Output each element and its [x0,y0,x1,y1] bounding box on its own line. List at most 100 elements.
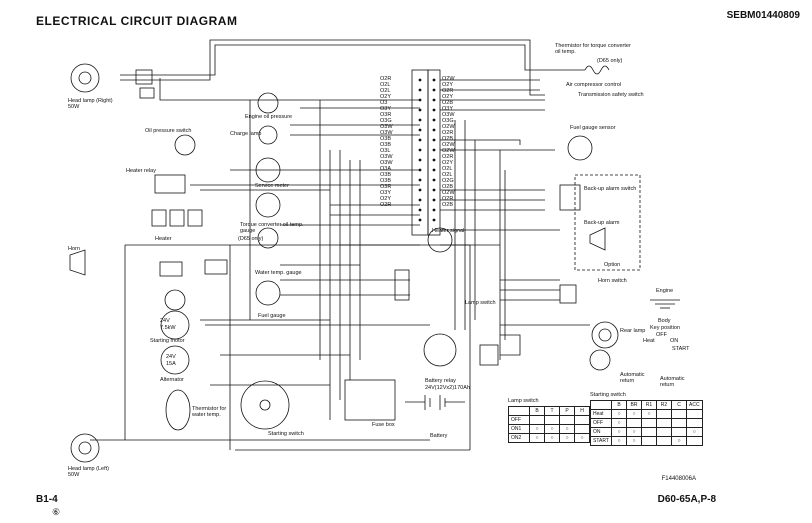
motor-power-label: 7.5kW [160,325,176,331]
starting-motor-pinion-icon [164,289,186,311]
wire-code: O2W [442,190,455,196]
model-number: D60-65A,P-8 [657,494,716,505]
fuel-gauge-icon [255,280,281,306]
service-meter-icon [255,157,281,183]
wire [159,78,300,101]
wire-code: O3W [380,124,393,130]
starting-motor-icon [160,310,190,340]
wire-code: O2W [442,124,455,130]
key-off-label: OFF [656,332,667,338]
alternator-voltage-label: 24V [166,354,176,360]
motor-voltage-label: 24V [160,318,170,324]
wire-code: O2G [442,178,454,184]
automatic-return-label-1: Automatic return [620,372,645,384]
heater-signal-label: Heater signal [432,228,465,234]
rear-lamp-icon [591,321,619,349]
wire-code: O2B [442,184,454,190]
torque-converter-gauge-icon [255,192,281,218]
key-start-label: START [672,346,690,352]
service-meter-label: Service meter [255,183,289,189]
connector-pins [418,78,436,222]
wire-code: O2L [380,82,391,88]
table-header-cell: T [544,406,560,416]
thermistor-water-icon [165,389,191,431]
battery-label: Battery [430,433,448,439]
figure-id: F14408006A [661,476,696,482]
head-lamp-left-icon [70,433,100,463]
air-compressor-control-label: Air compressor control [566,82,622,88]
alternator-icon [160,345,190,375]
wire-code: O2R [442,130,454,136]
wire-code: O2B [442,136,454,142]
heater-relay-icon [154,174,186,194]
battery-relay-label: Battery relay [425,378,456,384]
table-header-cell: H [574,406,590,416]
wire-code: O2L [442,172,453,178]
torque-converter-gauge-label: Torque converter oil temp. gauge [240,222,304,234]
battery-relay-icon [423,333,457,367]
wire-code: O3R [380,184,392,190]
table-header-cell: C [671,400,687,410]
thermistor-water-label: Thermistor for water temp. [192,406,227,418]
heater-relay-label: Heater relay [126,168,156,174]
wire-code: O3R [380,112,392,118]
wire [120,44,585,76]
rear-lamp-label: Rear lamp [620,328,646,334]
wire-code: O2Y [380,196,392,202]
table-row-label: ON [590,427,612,437]
page-number: B1-4 [36,494,58,505]
water-temp-gauge-icon [257,227,279,249]
table-header-cell: B [529,406,545,416]
engine-oil-pressure-lamp-icon [257,92,279,114]
oil-pressure-switch-icon [174,134,196,156]
transmission-safety-switch-label: Transmission safety switch [578,92,644,98]
wire-code: O3B [380,178,392,184]
wire-code: O2Y [442,160,454,166]
table-header-cell: R2 [656,400,672,410]
battery-spec-label: 24V(12Vx2)170Ah [425,385,470,391]
engine-label: Engine [656,288,674,294]
table-row-label: ON2 [508,433,530,443]
connector-right-codes: O2W O2Y O2R O2Y O2B O3Y O3W O3G O2W O2R … [442,76,472,208]
table-header-cell: ACC [686,400,703,410]
lamp-switch-table-title: Lamp switch [508,398,539,404]
option-box [574,174,641,271]
backup-alarm-label: Back-up alarm [584,220,620,226]
head-lamp-right-icon [70,63,100,93]
head-lamp-left-label: Head lamp (Left) 50W [68,466,109,478]
wire-code: O3A [380,166,392,172]
backup-alarm-icon [589,227,606,251]
wire-code: O3W [442,112,455,118]
wire-code: O3G [442,118,454,124]
wire-code: O2L [442,166,453,172]
revision-mark: ⑥ [52,507,61,517]
table-header-cell: P [559,406,575,416]
heater-label: Heater [155,236,172,242]
wire-code: O2R [380,202,392,208]
wire-code: O3B [380,142,392,148]
wire-code: O2W [442,148,455,154]
wire-code: O2L [380,88,391,94]
fuse-box-label: Fuse box [372,422,395,428]
d65-only-label: (D65 only) [238,236,264,242]
wire-code: O2R [380,76,392,82]
body-label: Body [658,318,671,324]
wire-code: O3 [380,100,388,106]
lamp-switch-label: Lamp switch [465,300,496,306]
fuel-gauge-sensor-label: Fuel gauge sensor [570,125,616,131]
table-row-label: OFF [590,418,612,428]
wire-code: O2R [442,88,454,94]
wire-code: O3B [380,172,392,178]
connector-block-right [427,69,441,236]
lamp-switch-table: B T P H OFF ON1○○○ ON2○○○○ [508,406,590,443]
wire-code: O3W [380,130,393,136]
table-row-label: START [590,436,612,446]
head-lamp-right-label: Head lamp (Right) 50W [68,98,113,110]
table-header-cell [590,400,612,410]
backup-alarm-switch-label: Back-up alarm switch [584,186,637,192]
connector-left-codes: O2R O2L O2L O2Y O3 O3Y O3R O3G O3W O3W O… [380,76,410,208]
starting-motor-label: Starting motor [150,338,185,344]
wire-code: O3Y [442,106,454,112]
wire-code: O2B [442,202,454,208]
table-header-cell: B [611,400,627,410]
